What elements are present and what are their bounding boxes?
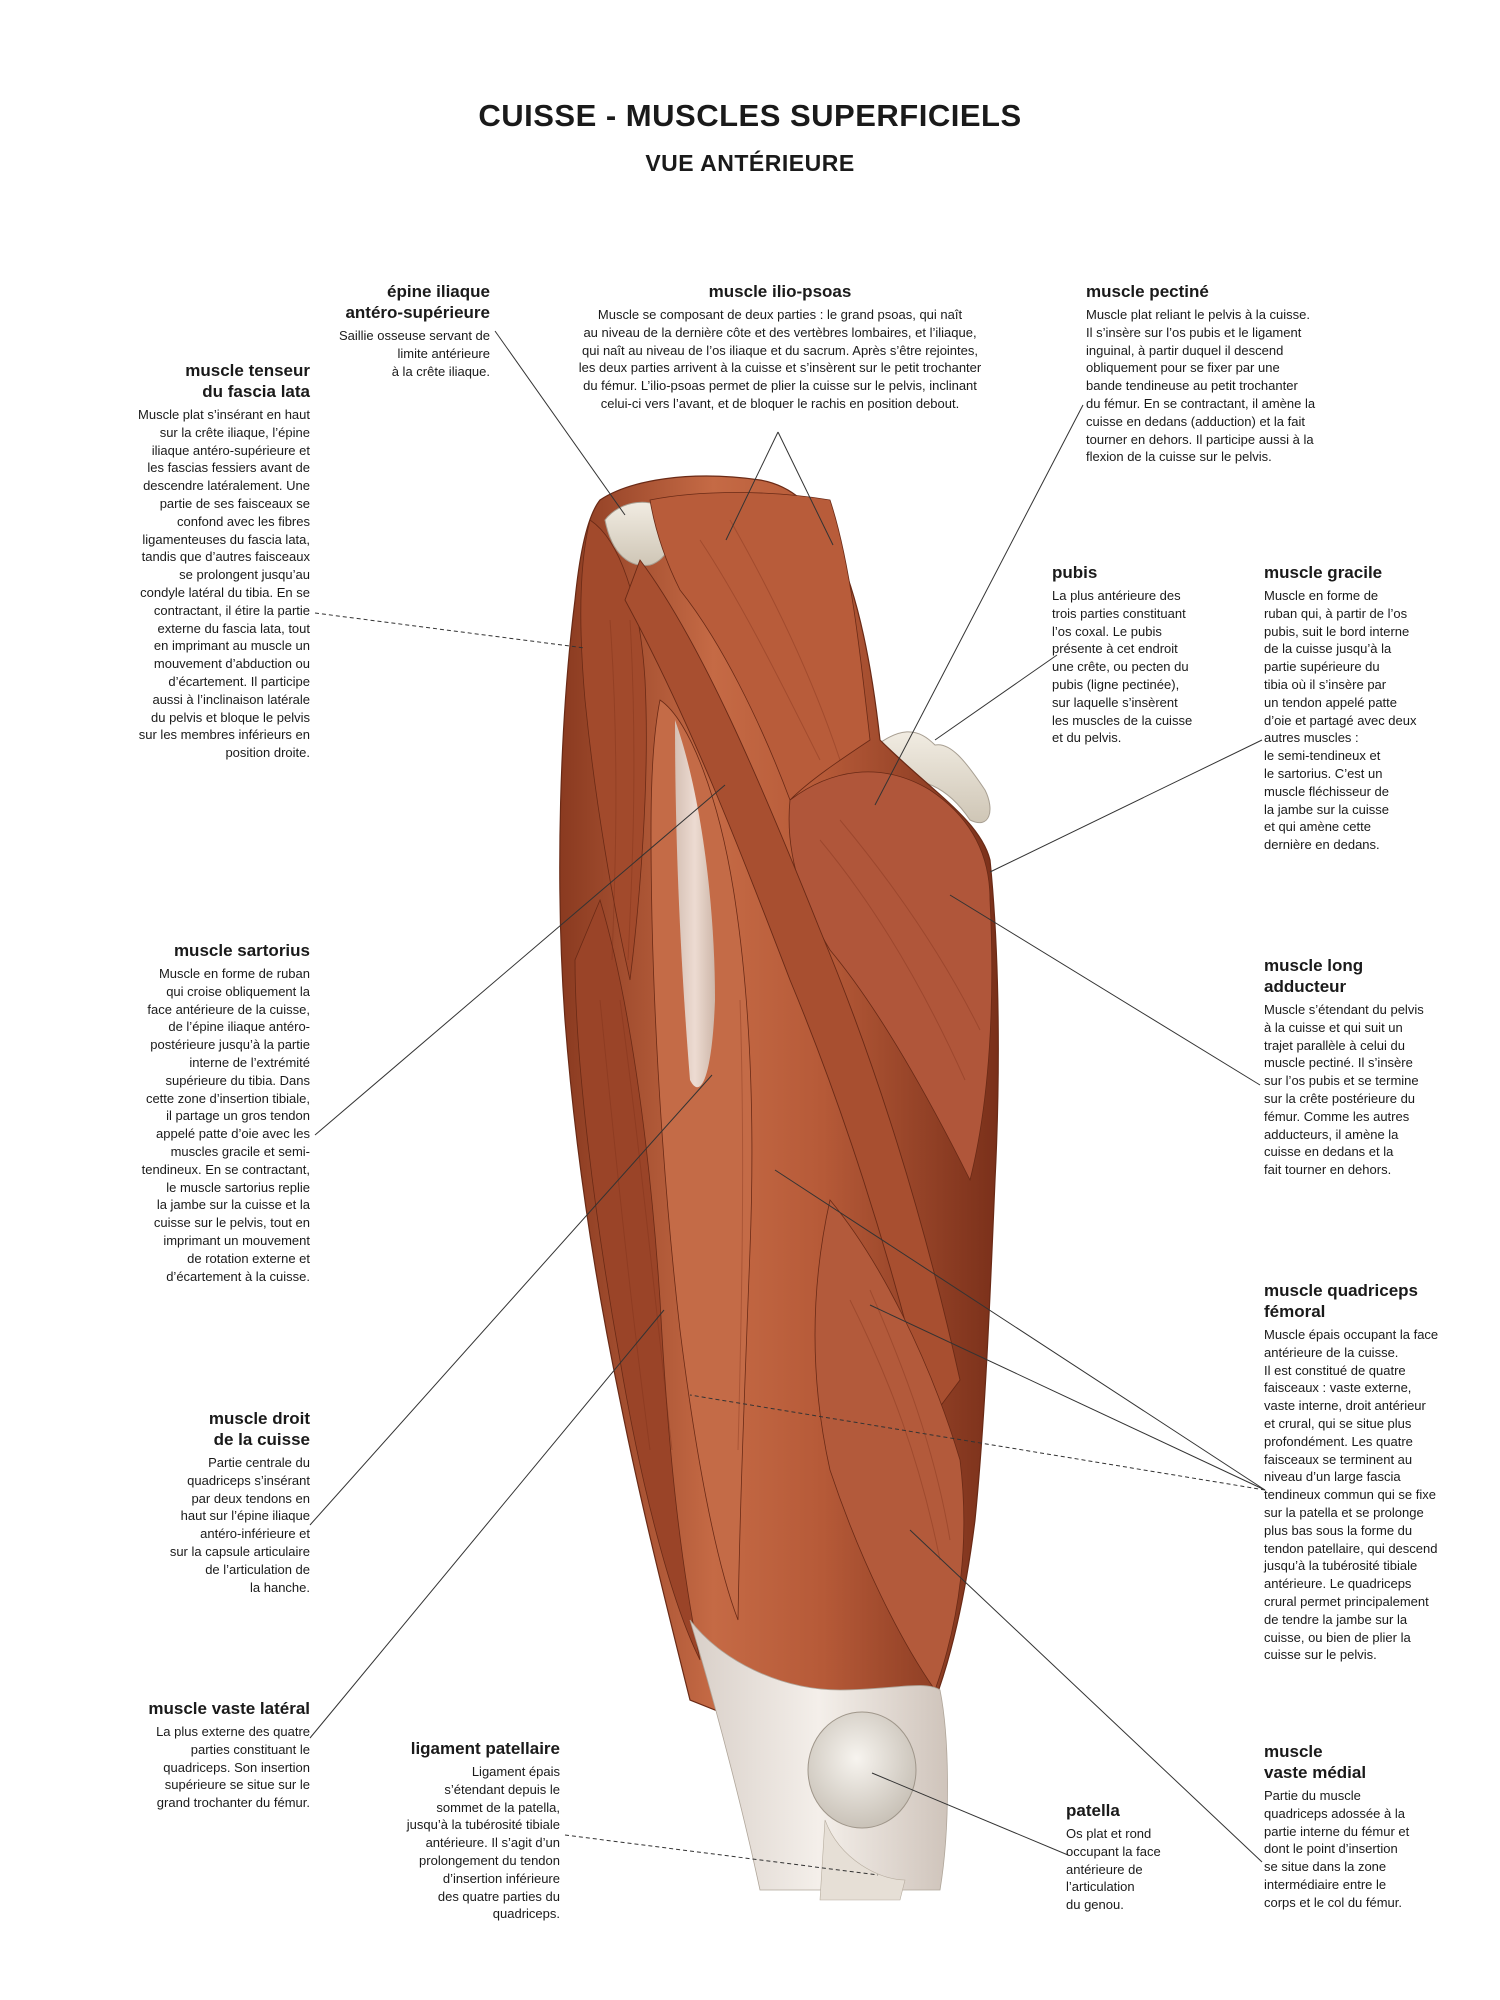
label-pectine: muscle pectiné Muscle plat reliant le pe… bbox=[1086, 281, 1366, 466]
leader-iliopsoas-b bbox=[777, 431, 834, 546]
label-description: La plus antérieure des trois parties con… bbox=[1052, 588, 1193, 746]
leader-droit bbox=[309, 1074, 713, 1526]
label-description: La plus externe des quatre parties const… bbox=[156, 1724, 310, 1811]
label-title: muscle gracile bbox=[1264, 563, 1383, 582]
label-description: Muscle se composant de deux parties : le… bbox=[578, 307, 982, 411]
rectus-tendon-stripe bbox=[675, 720, 715, 1088]
label-title: muscle long adducteur bbox=[1264, 956, 1364, 996]
label-description: Os plat et rond occupant la face antérie… bbox=[1066, 1826, 1161, 1913]
label-title: muscle droit de la cuisse bbox=[208, 1409, 310, 1449]
leader-vastelat bbox=[309, 1309, 665, 1739]
label-description: Muscle en forme de ruban qui croise obli… bbox=[141, 966, 310, 1284]
label-description: Muscle épais occupant la face antérieure… bbox=[1264, 1327, 1439, 1663]
label-long-adducteur: muscle long adducteur Muscle s’étendant … bbox=[1264, 955, 1474, 1179]
iliopsoas-shape bbox=[649, 492, 871, 801]
label-title: muscle pectiné bbox=[1086, 282, 1209, 301]
label-title: épine iliaque antéro-supérieure bbox=[345, 282, 490, 322]
leader-tenseur bbox=[314, 612, 586, 649]
leader-quad-a bbox=[774, 1169, 1266, 1491]
label-vaste-medial: muscle vaste médial Partie du muscle qua… bbox=[1264, 1741, 1474, 1912]
leader-gracile bbox=[989, 739, 1263, 873]
leader-epine bbox=[494, 330, 626, 516]
label-title: patella bbox=[1066, 1801, 1120, 1820]
tensor-fascia-lata-shape bbox=[580, 519, 647, 981]
page-title: CUISSE - MUSCLES SUPERFICIELS bbox=[478, 98, 1022, 133]
leader-longadd bbox=[949, 894, 1261, 1086]
label-description: Partie centrale du quadriceps s’insérant… bbox=[169, 1455, 310, 1595]
label-title: muscle vaste latéral bbox=[148, 1699, 310, 1718]
leader-patella bbox=[871, 1772, 1069, 1856]
label-description: Saillie osseuse servant de limite antéri… bbox=[338, 328, 490, 379]
rectus-femoris-shape bbox=[650, 699, 753, 1621]
leader-sartorius bbox=[314, 784, 726, 1136]
label-ilio-psoas: muscle ilio-psoas Muscle se composant de… bbox=[530, 281, 1030, 413]
label-title: ligament patellaire bbox=[410, 1739, 560, 1758]
label-title: pubis bbox=[1052, 563, 1098, 582]
label-patella: patella Os plat et rond occupant la face… bbox=[1066, 1800, 1236, 1914]
label-tenseur-fascia-lata: muscle tenseur du fascia lata Muscle pla… bbox=[100, 360, 310, 762]
label-title: muscle sartorius bbox=[173, 941, 310, 960]
leader-iliopsoas-a bbox=[725, 431, 779, 541]
label-epine-iliaque: épine iliaque antéro-supérieure Saillie … bbox=[290, 281, 490, 380]
label-title: muscle quadriceps fémoral bbox=[1264, 1281, 1419, 1321]
label-ligament-patellaire: ligament patellaire Ligament épais s’éte… bbox=[360, 1738, 560, 1923]
label-title: muscle vaste médial bbox=[1264, 1742, 1367, 1782]
patella-bone bbox=[807, 1711, 917, 1829]
label-droit-cuisse: muscle droit de la cuisse Partie central… bbox=[100, 1408, 310, 1596]
leader-quad-c bbox=[689, 1394, 1266, 1491]
leader-vastemed bbox=[909, 1529, 1263, 1863]
leader-quad-b bbox=[869, 1304, 1266, 1491]
label-gracile: muscle gracile Muscle en forme de ruban … bbox=[1264, 562, 1474, 854]
patellar-ligament-shape bbox=[819, 1819, 906, 1901]
label-description: Muscle plat reliant le pelvis à la cuiss… bbox=[1086, 307, 1316, 465]
label-description: Ligament épais s’étendant depuis le somm… bbox=[406, 1764, 560, 1922]
label-title: muscle ilio-psoas bbox=[708, 282, 852, 301]
label-pubis: pubis La plus antérieure des trois parti… bbox=[1052, 562, 1222, 747]
leader-pubis bbox=[934, 654, 1058, 741]
label-title: muscle tenseur du fascia lata bbox=[185, 361, 310, 401]
leader-pectine bbox=[874, 404, 1084, 806]
leader-lines bbox=[309, 330, 1266, 1876]
page-subtitle: VUE ANTÉRIEURE bbox=[645, 150, 855, 176]
label-description: Muscle en forme de ruban qui, à partir d… bbox=[1264, 588, 1417, 853]
adductor-shape bbox=[788, 771, 993, 1182]
label-description: Partie du muscle quadriceps adossée à la… bbox=[1264, 1788, 1410, 1910]
label-description: Muscle s’étendant du pelvis à la cuisse … bbox=[1264, 1002, 1424, 1178]
label-description: Muscle plat s’insérant en haut sur la cr… bbox=[138, 407, 310, 761]
label-vaste-lateral: muscle vaste latéral La plus externe des… bbox=[100, 1698, 310, 1812]
leader-ligpat bbox=[564, 1834, 879, 1876]
muscle-fibers bbox=[599, 519, 981, 1561]
label-quadriceps: muscle quadriceps fémoral Muscle épais o… bbox=[1264, 1280, 1484, 1664]
label-sartorius: muscle sartorius Muscle en forme de ruba… bbox=[100, 940, 310, 1285]
